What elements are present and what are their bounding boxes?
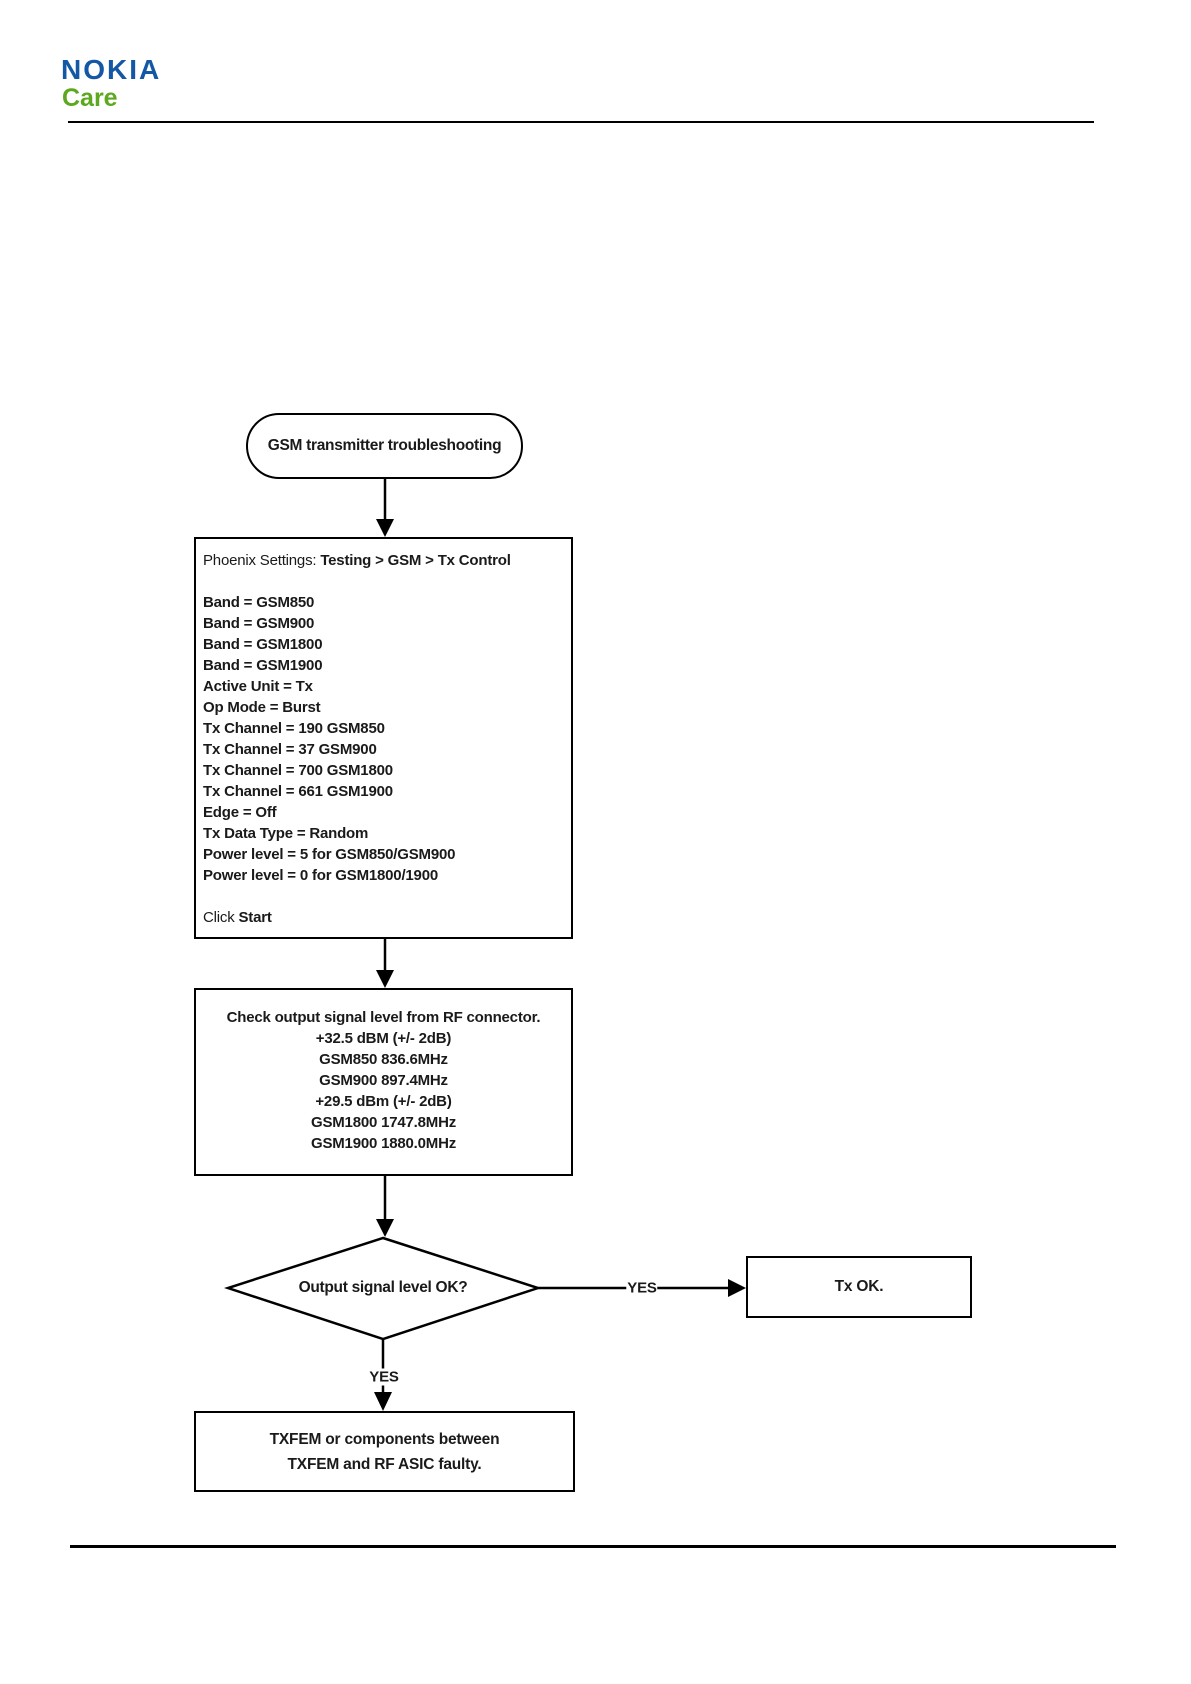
check-line: GSM1800 1747.8MHz xyxy=(310,1114,456,1131)
check-line: +29.5 dBm (+/- 2dB) xyxy=(315,1093,452,1110)
start-node: GSM transmitter troubleshooting xyxy=(246,413,523,479)
yes-branch-right-label: YES xyxy=(626,1279,658,1297)
footer-divider xyxy=(70,1545,1116,1548)
arrowhead-right-icon xyxy=(728,1279,746,1297)
param-line: Active Unit = Tx xyxy=(203,678,313,695)
param-line: Tx Channel = 190 GSM850 xyxy=(203,720,385,737)
param-line: Power level = 5 for GSM850/GSM900 xyxy=(203,846,456,863)
phoenix-settings-box: Phoenix Settings: Testing > GSM > Tx Con… xyxy=(194,537,573,939)
param-line: Band = GSM900 xyxy=(203,615,315,632)
yes-branch-down-label: YES xyxy=(368,1368,400,1386)
fault-box: TXFEM or components between TXFEM and RF… xyxy=(194,1411,575,1492)
arrowhead-down-icon xyxy=(376,1219,394,1237)
param-line: Tx Channel = 37 GSM900 xyxy=(203,741,377,758)
click-start-line: Click Start xyxy=(203,909,272,926)
param-line: Band = GSM1800 xyxy=(203,636,323,653)
tx-ok-box: Tx OK. xyxy=(746,1256,972,1318)
fault-line: TXFEM and RF ASIC faulty. xyxy=(287,1455,482,1473)
arrowhead-down-icon xyxy=(376,970,394,988)
param-line: Tx Data Type = Random xyxy=(203,825,369,842)
header-divider xyxy=(68,121,1094,123)
check-line: GSM1900 1880.0MHz xyxy=(310,1135,456,1152)
check-line: +32.5 dBM (+/- 2dB) xyxy=(315,1030,452,1047)
arrowhead-down-icon xyxy=(374,1392,392,1411)
param-line: Edge = Off xyxy=(203,804,277,821)
check-line: Check output signal level from RF connec… xyxy=(226,1009,541,1026)
settings-params: Band = GSM850 Band = GSM900 Band = GSM18… xyxy=(203,592,564,886)
decision-question: Output signal level OK? xyxy=(298,1279,468,1296)
check-line: GSM850 836.6MHz xyxy=(319,1051,448,1068)
check-line: GSM900 897.4MHz xyxy=(319,1072,448,1089)
param-line: Tx Channel = 661 GSM1900 xyxy=(203,783,393,800)
fault-line: TXFEM or components between xyxy=(269,1430,500,1448)
check-output-box: Check output signal level from RF connec… xyxy=(194,988,573,1176)
nokia-logo: NOKIA xyxy=(61,54,162,85)
param-line: Power level = 0 for GSM1800/1900 xyxy=(203,867,438,884)
care-logo: Care xyxy=(62,84,118,112)
param-line: Band = GSM1900 xyxy=(203,657,323,674)
param-line: Op Mode = Burst xyxy=(203,699,321,716)
param-line: Tx Channel = 700 GSM1800 xyxy=(203,762,393,779)
settings-title: Phoenix Settings: Testing > GSM > Tx Con… xyxy=(203,552,511,569)
arrowhead-down-icon xyxy=(376,519,394,537)
param-line: Band = GSM850 xyxy=(203,594,315,611)
